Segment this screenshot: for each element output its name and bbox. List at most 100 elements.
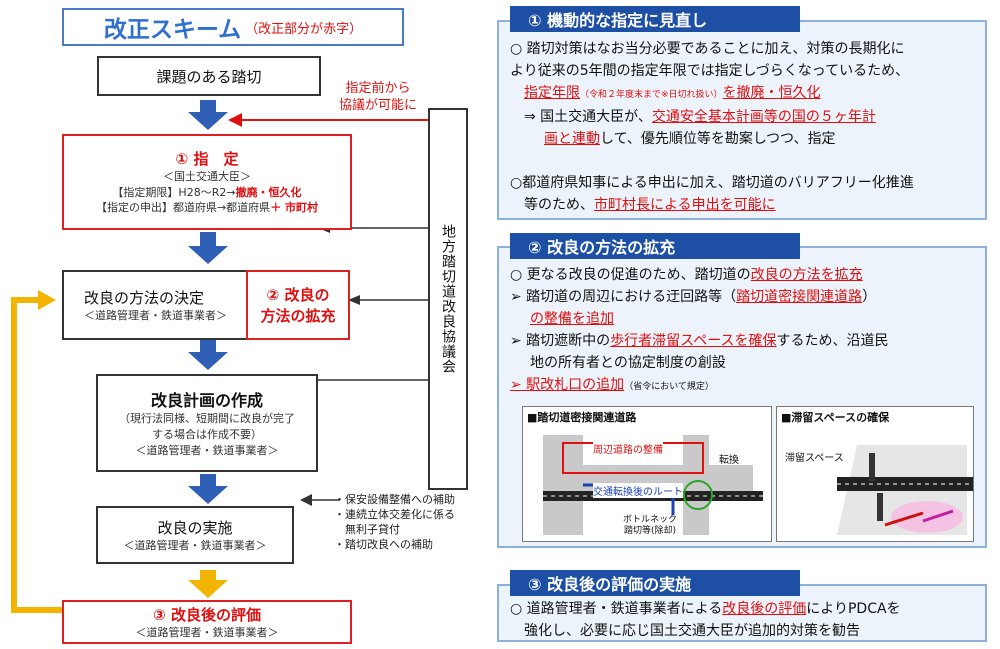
panel1-body: ○ 踏切対策はなお当分必要であることに加え、対策の長期化に より従来の5年間の指… (510, 38, 980, 216)
figure-waiting-space: ■滞留スペースの確保 滞留スペース (776, 406, 974, 542)
designation-applicant-red: ＋ 市町村 (270, 201, 319, 215)
panel1-line: ○都道府県知事による申出に加え、踏切道のバリアフリー化推進 (510, 175, 914, 191)
evaluation-sub: ＜道路管理者・鉄道事業者＞ (135, 625, 279, 639)
panel3-header-text: ③ 改良後の評価の実施 (528, 575, 692, 594)
panel2-red-text: の整備を追加 (530, 311, 614, 327)
arrow-down-4 (188, 474, 228, 504)
method-decision-box: 改良の方法の決定 ＜道路管理者・鉄道事業者＞ (62, 270, 350, 340)
panel2-small-note: （省令において規定） (624, 382, 714, 392)
figure1-route-label: 交通転換後のルート (593, 483, 683, 498)
subsidy-list: ・保安設備整備への補助 ・連続立体交差化に係る 無利子貸付 ・踏切改良への補助 (334, 492, 484, 552)
panel1-red-text: 市町村長による申出を可能に (594, 197, 776, 213)
panel3-text: ○ 道路管理者・鉄道事業者による (510, 601, 723, 617)
panel1-header-text: ① 機動的な指定に見直し (528, 11, 708, 30)
flow-arrows (11, 100, 430, 613)
panel2-line: ➢ 踏切遮断中の歩行者滞留スペースを確保するため、沿道民 (510, 330, 980, 352)
scheme-title: 改正スキーム (103, 17, 242, 43)
plan-line3: ＜道路管理者・鉄道事業者＞ (135, 443, 279, 457)
designation-box: ① 指 定 ＜国土交通大臣＞ 【指定期限】H28～R2→撤廃・恒久化 【指定の申… (62, 134, 352, 230)
pre-designation-note-line2: 協議が可能に (338, 98, 417, 113)
panel1-line: より従来の5年間の指定年限では指定しづらくなっているため、 (510, 63, 910, 79)
designation-period-red: 撤廃・恒久化 (235, 185, 302, 199)
designation-applicant: 【指定の申出】都道府県→都道府県＋ 市町村 (96, 200, 318, 216)
designation-applicant-prefix: 【指定の申出】都道府県→都道府県 (95, 201, 271, 215)
panel1-red-text: 画と連動 (544, 131, 600, 147)
panel2-red-text: 踏切道密接関連道路 (736, 289, 863, 305)
subsidy-item: ・連続立体交差化に係る (334, 508, 455, 521)
method-expansion-line2: 方法の拡充 (260, 307, 336, 325)
panel-designation-review (497, 20, 987, 220)
panel1-line: 等のため、市町村長による申出を可能に (510, 194, 980, 216)
method-expansion-line1: ② 改良の (266, 286, 330, 304)
plan-title: 改良計画の作成 (150, 391, 263, 411)
problem-crossing-label: 課題のある踏切 (156, 67, 262, 86)
panel1-line: ⇒ 国土交通大臣が、交通安全基本計画等の国の５ヶ年計 (510, 106, 980, 128)
subsidy-item: ・保安設備整備への補助 (334, 493, 455, 506)
panel2-red-text: ➢ 駅改札口の追加 (510, 377, 625, 393)
pre-designation-note: 指定前から 協議が可能に (326, 80, 430, 114)
panel2-text: ） (862, 289, 877, 305)
panel1-red-text: 指定年限 (524, 85, 580, 101)
figure1-title: ■踏切道密接関連道路 (527, 411, 637, 424)
figure2-illustration (837, 445, 973, 535)
implementation-box: 改良の実施 ＜道路管理者・鉄道事業者＞ (96, 506, 294, 564)
method-expansion-label: ② 改良の 方法の拡充 (246, 270, 350, 340)
panel2-text: ○ 更なる改良の促進のため、踏切道の (510, 267, 751, 283)
panel2-red-text: 改良の方法を拡充 (750, 267, 863, 283)
panel1-text: して、優先順位等を勘案しつつ、指定 (600, 131, 836, 147)
panel2-line: 地の所有者との協定制度の創設 (530, 355, 726, 371)
figure1-bottleneck-line2: 踏切等(除却) (623, 526, 677, 536)
figure2-space-label: 滞留スペース (785, 453, 844, 464)
arrow-down-3 (188, 340, 228, 370)
arrow-down-1 (188, 100, 228, 130)
implementation-sub: ＜道路管理者・鉄道事業者＞ (123, 538, 267, 552)
figure1-bottleneck-line1: ボトルネック (623, 515, 678, 525)
panel2-line: ➢ 踏切道の周辺における迂回路等（踏切道密接関連道路） (510, 286, 980, 308)
pre-designation-note-line1: 指定前から (345, 81, 411, 96)
panel2-header-text: ② 改良の方法の拡充 (528, 238, 676, 257)
designation-period: 【指定期限】H28～R2→撤廃・恒久化 (112, 185, 301, 201)
red-arrowhead (228, 113, 242, 127)
panel2-body: ○ 更なる改良の促進のため、踏切道の改良の方法を拡充 ➢ 踏切道の周辺における迂… (510, 264, 980, 398)
problem-crossing-box: 課題のある踏切 (97, 56, 321, 96)
panel2-header: ② 改良の方法の拡充 (510, 233, 800, 259)
designation-title: ① 指 定 (175, 149, 239, 168)
designation-authority: ＜国土交通大臣＞ (163, 169, 251, 183)
panel2-text: ➢ 踏切道の周辺における迂回路等（ (510, 289, 737, 305)
panel1-small-note: （令和２年度末まで※日切れ扱い） (580, 90, 723, 100)
panel1-line: 画と連動して、優先順位等を勘案しつつ、指定 (510, 128, 980, 150)
designation-period-prefix: 【指定期限】H28～R2→ (112, 185, 236, 199)
scheme-title-note: （改正部分が赤字） (245, 21, 363, 37)
figure1-bottleneck-label: ボトルネック 踏切等(除却) (623, 515, 677, 537)
figure1-road-label: 周辺道路の整備 (593, 441, 663, 456)
council-label: 地方踏切道改良協議会 (440, 224, 456, 374)
panel1-text: 等のため、 (524, 197, 594, 213)
figure-related-road: ■踏切道密接関連道路 周辺道路の整備 転換 交通転換後のルート ボトルネック 踏… (522, 406, 772, 542)
subsidy-item: 無利子貸付 (334, 523, 400, 536)
panel2-line: ○ 更なる改良の促進のため、踏切道の改良の方法を拡充 (510, 264, 980, 286)
panel1-red-text: を撤廃・恒久化 (722, 85, 821, 101)
panel3-body: ○ 道路管理者・鉄道事業者による改良後の評価によりPDCAを 強化し、必要に応じ… (510, 598, 980, 642)
panel1-header: ① 機動的な指定に見直し (510, 6, 800, 32)
plan-line1: （現行法同様、短期間に改良が完了 (119, 412, 295, 426)
evaluation-box: ③ 改良後の評価 ＜道路管理者・鉄道事業者＞ (62, 600, 352, 644)
panel1-text: ⇒ 国土交通大臣が、 (524, 109, 652, 125)
arrow-down-2 (188, 232, 228, 264)
panel2-text: ➢ 踏切遮断中の (510, 333, 611, 349)
panel1-red-text: 交通安全基本計画等の国の５ヶ年計 (651, 109, 876, 125)
implementation-title: 改良の実施 (157, 518, 233, 537)
panel3-text: によりPDCAを (806, 601, 901, 617)
yellow-loop-arrowhead (38, 290, 56, 310)
panel3-line: 強化し、必要に応じ国土交通大臣が追加的対策を勧告 (524, 623, 860, 639)
panel3-header: ③ 改良後の評価の実施 (510, 570, 800, 596)
panel3-line: ○ 道路管理者・鉄道事業者による改良後の評価によりPDCAを (510, 598, 980, 620)
arrow-down-yellow (188, 570, 228, 598)
evaluation-title: ③ 改良後の評価 (153, 605, 261, 624)
plan-box: 改良計画の作成 （現行法同様、短期間に改良が完了 する場合は作成不要） ＜道路管… (96, 374, 318, 472)
panel3-red-text: 改良後の評価 (722, 601, 807, 617)
council-box: 地方踏切道改良協議会 (428, 108, 468, 490)
scheme-title-box: 改正スキーム （改正部分が赤字） (62, 8, 404, 46)
panel2-text: するため、沿道民 (776, 333, 889, 349)
panel2-line: ➢ 駅改札口の追加（省令において規定） (510, 374, 980, 398)
figure2-title: ■滞留スペースの確保 (781, 411, 890, 424)
